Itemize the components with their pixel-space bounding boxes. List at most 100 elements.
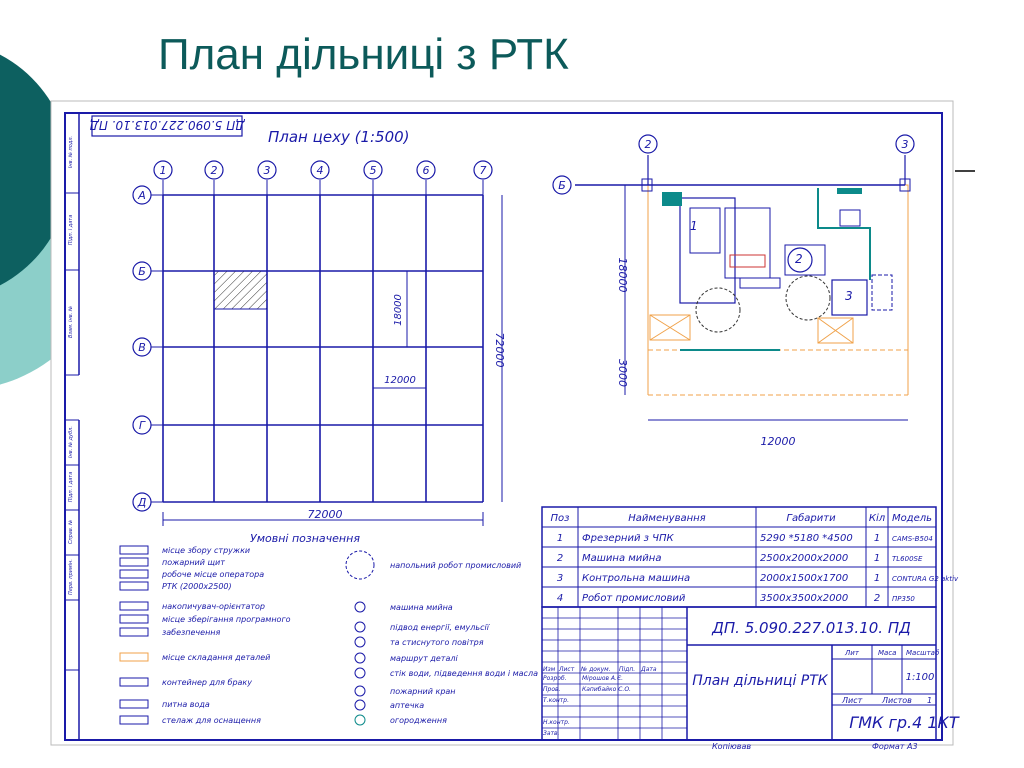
legend-right-label: напольний робот промисловий — [390, 561, 521, 570]
workshop-plan-title: План цеху (1:500) — [268, 128, 410, 146]
wash-machine-icon — [354, 601, 366, 613]
row-axis-label: Б — [138, 265, 146, 278]
legend-left-label: робоче місце оператора — [161, 570, 264, 579]
title-block-name: Капибайко С.О. — [582, 686, 631, 693]
column-axis-bubble — [153, 160, 173, 180]
conveyor-icon — [119, 601, 149, 611]
title-block-scale: 1:100 — [906, 672, 935, 683]
storage-icon — [119, 627, 149, 637]
column-axis-label: 5 — [370, 164, 377, 177]
legend-right-label: та стиснутого повітря — [390, 638, 484, 647]
column-axis-bubble — [473, 160, 493, 180]
side-stamp-label: Справ. № — [68, 520, 74, 544]
column-axis-label: 1 — [160, 164, 167, 177]
title-block-role: Н.контр. — [543, 719, 570, 726]
section-number-1: 1 — [690, 219, 698, 233]
spec-cell: Фрезерний з ЧПК — [582, 533, 675, 544]
spec-cell: TL600SE — [892, 555, 923, 563]
row-axis-label: В — [138, 341, 146, 354]
title-block-col-header: № докум. — [580, 666, 611, 673]
column-axis-bubble — [204, 160, 224, 180]
water-icon — [119, 699, 149, 709]
spec-cell: ПР350 — [892, 595, 915, 603]
side-stamp-label: Інв. № подл. — [68, 136, 74, 168]
legend-left-label: питна вода — [162, 700, 210, 709]
dim-span: 12000 — [384, 375, 416, 386]
row-axis-bubble — [132, 492, 152, 512]
column-axis-bubble — [310, 160, 330, 180]
route-icon — [354, 652, 366, 664]
section-axis-label: Б — [558, 179, 566, 192]
row-axis-label: А — [137, 189, 146, 202]
legend-title: Умовні позначення — [250, 532, 360, 545]
spec-cell: Контрольна машина — [582, 573, 690, 584]
title-block-name: Мірошов А.Є. — [582, 675, 623, 682]
legend-left-label: забезпечення — [162, 628, 221, 637]
legend-right-label: маршрут деталі — [390, 654, 458, 663]
title-block-lit-label: Лит — [844, 649, 860, 657]
section-plan: 1 2 3 18000 3000 12000 — [575, 155, 911, 448]
title-block-role: Пров. — [543, 686, 561, 693]
legend-right-label: стік води, підведення води і масла — [390, 669, 538, 678]
dim-bay: 18000 — [393, 294, 404, 326]
row-axis-label: Д — [137, 496, 147, 509]
row-axis-bubble — [132, 261, 152, 281]
section-number-2: 2 — [795, 252, 803, 266]
section-number-3: 3 — [845, 289, 853, 303]
legend-left-label: місце зберігання програмного — [162, 615, 291, 624]
spec-cell: CAMS-B504 — [892, 535, 933, 543]
title-block-role: Т.контр. — [543, 697, 569, 704]
title-block-sheet-name: План дільниці РТК — [692, 673, 829, 689]
column-axis-label: 7 — [480, 164, 487, 177]
title-block-mass-label: Маса — [878, 649, 896, 657]
reject-bin-icon — [119, 677, 149, 687]
side-stamp-label: Підп. і дата — [68, 472, 74, 503]
title-block-format: Формат А3 — [872, 742, 918, 750]
legend-left-label: місце складання деталей — [162, 653, 270, 662]
title-block-col-header: Дата — [640, 666, 657, 673]
fence-icon — [354, 714, 366, 726]
rack-icon — [119, 715, 149, 725]
spec-cell: 4 — [557, 593, 563, 604]
legend-left-label: РТК (2000х2500) — [162, 582, 232, 591]
spec-header-cell: Габарити — [786, 512, 836, 524]
row-axis-bubble — [132, 185, 152, 205]
robot-icon — [345, 550, 375, 580]
title-block-doc-code: ДП. 5.090.227.013.10. ПД — [711, 619, 911, 637]
title-block-col-header: Підп. — [619, 666, 635, 673]
dim-total-height: 72000 — [493, 333, 506, 368]
title-block-copied: Копіював — [712, 742, 751, 750]
spec-cell: 2500х2000х2000 — [760, 553, 848, 564]
fire-shield-icon — [119, 557, 149, 567]
spec-cell: 1 — [874, 573, 880, 584]
spec-cell: 2 — [874, 593, 880, 604]
title-block-group: ГМК гр.4 1КТ — [849, 713, 960, 732]
dim-total-width: 72000 — [308, 508, 343, 521]
spec-cell: 2000х1500х1700 — [760, 573, 848, 584]
legend-left-label: пожарний щит — [162, 558, 225, 567]
spec-cell: 2 — [557, 553, 563, 564]
legend-right-label: підвод енергії, емульсії — [390, 623, 491, 632]
column-axis-label: 6 — [423, 164, 430, 177]
legend-right-label: пожарний кран — [390, 687, 456, 696]
column-axis-bubble — [257, 160, 277, 180]
side-stamp-label: Підп. і дата — [68, 215, 74, 246]
section-axis-label: 2 — [645, 138, 652, 151]
title-block-col-header: Лист — [558, 666, 575, 673]
row-axis-bubble — [132, 415, 152, 435]
spec-cell: 3500х3500х2000 — [760, 593, 848, 604]
section-axis-bubble — [638, 134, 658, 154]
column-axis-bubble — [416, 160, 436, 180]
rotated-doc-code: ДП 5.090.227.013.10. ПД — [89, 118, 245, 132]
legend-left-label: місце збору стружки — [162, 546, 250, 555]
section-axis-bubble — [895, 134, 915, 154]
spec-cell: 3 — [557, 573, 563, 584]
operator-desk-icon — [119, 569, 149, 579]
section-axis-bubble — [552, 175, 572, 195]
legend-left-label: накопичувач-орієнтатор — [162, 602, 265, 611]
